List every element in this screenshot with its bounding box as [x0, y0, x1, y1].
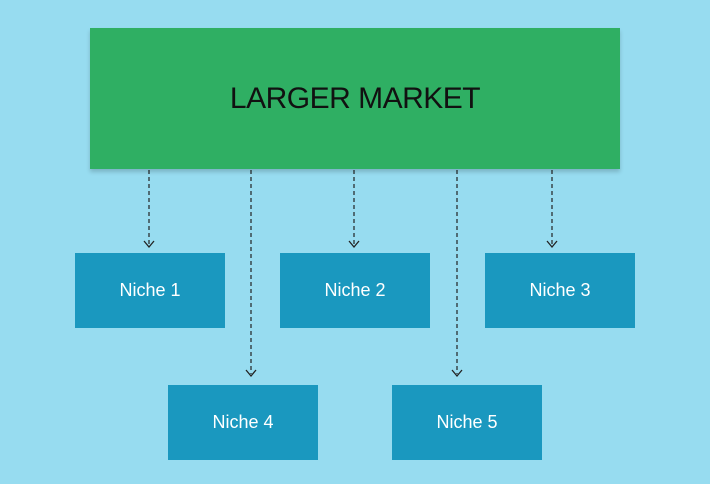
arrowhead-niche-1 — [143, 240, 155, 249]
niche-2-box: Niche 2 — [280, 253, 430, 328]
larger-market-label: LARGER MARKET — [229, 81, 481, 115]
arrowhead-niche-4 — [245, 369, 257, 378]
niche-3-box: Niche 3 — [485, 253, 635, 328]
niche-1-label: Niche 1 — [119, 280, 181, 300]
larger-market-box: LARGER MARKET — [90, 28, 620, 169]
arrowhead-niche-2 — [348, 240, 360, 249]
arrowhead-niche-5 — [451, 369, 463, 378]
niche-3-label: Niche 3 — [529, 280, 591, 300]
niche-1-box: Niche 1 — [75, 253, 225, 328]
niche-5-box: Niche 5 — [392, 385, 542, 460]
niche-2-label: Niche 2 — [324, 280, 386, 300]
arrowhead-niche-3 — [546, 240, 558, 249]
niche-4-label: Niche 4 — [212, 412, 274, 432]
niche-5-label: Niche 5 — [436, 412, 498, 432]
niche-4-box: Niche 4 — [168, 385, 318, 460]
